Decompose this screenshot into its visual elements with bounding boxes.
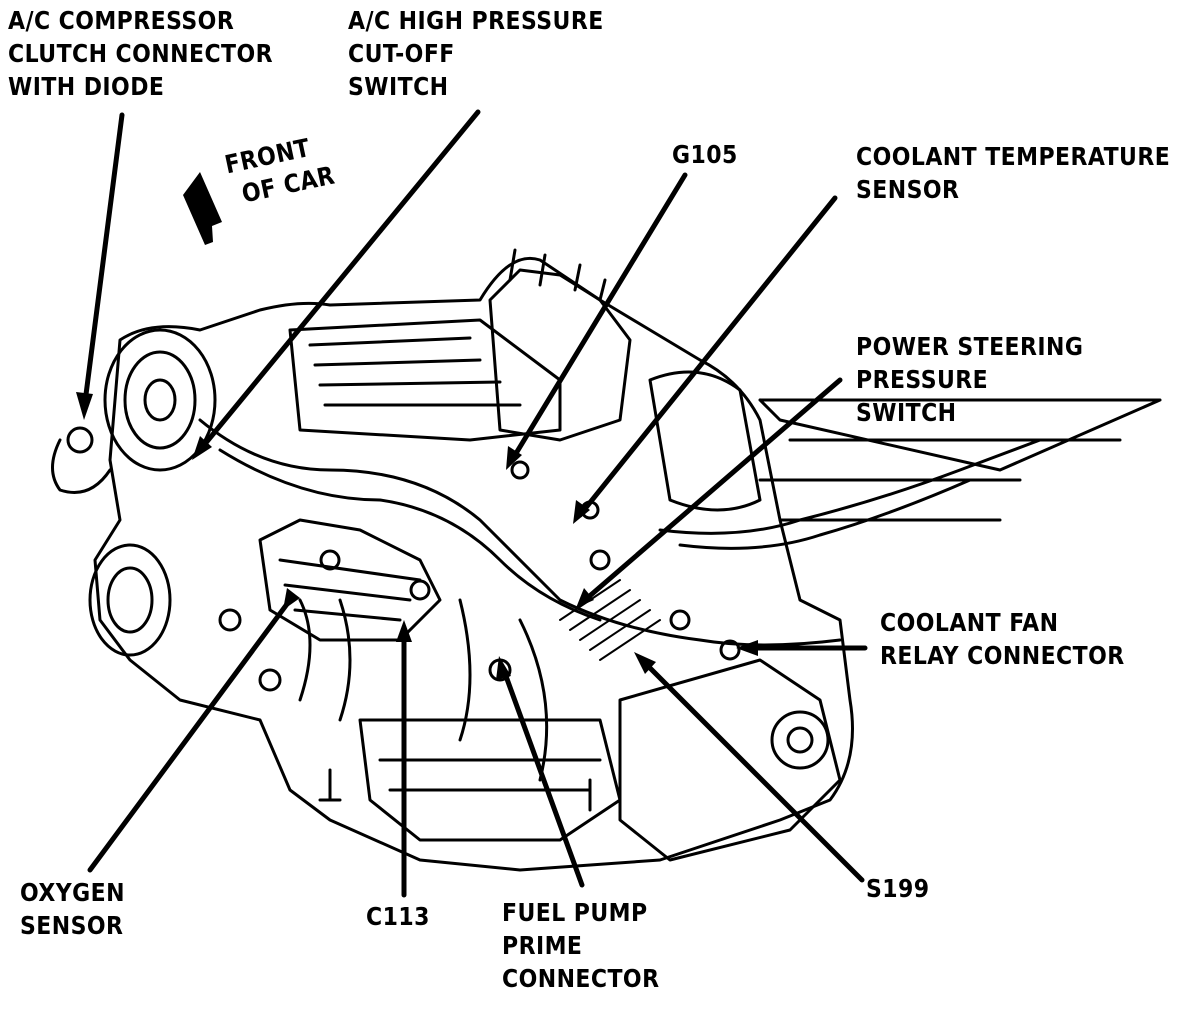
label-oxygen-sensor: OXYGEN SENSOR: [20, 878, 125, 940]
label-ac-compressor: A/C COMPRESSOR CLUTCH CONNECTOR WITH DIO…: [8, 6, 274, 101]
leader-fuel-pump: [500, 665, 585, 888]
leader-s199: [639, 657, 865, 883]
exhaust-manifold: [258, 518, 442, 642]
label-s199: S199: [866, 874, 930, 903]
transaxle: [618, 658, 842, 862]
leader-oxygen-sensor: [87, 597, 293, 873]
valve-cover: [288, 318, 562, 442]
throttle-body: [488, 268, 632, 442]
leader-ac-high-pressure: [197, 109, 481, 453]
leader-coolant-temp: [577, 195, 838, 518]
oil-pan: [358, 718, 622, 842]
leader-g105: [509, 172, 688, 463]
engine-block-outline: [93, 256, 854, 872]
label-coolant-temp: COOLANT TEMPERATURE SENSOR: [856, 142, 1171, 204]
label-power-steering: POWER STEERING PRESSURE SWITCH: [856, 332, 1084, 427]
leader-ac-compressor: [81, 112, 125, 413]
label-c113: C113: [366, 902, 430, 931]
label-fuel-pump: FUEL PUMP PRIME CONNECTOR: [502, 898, 660, 993]
compressor-pulley: [103, 328, 217, 472]
label-coolant-fan: COOLANT FAN RELAY CONNECTOR: [880, 608, 1125, 670]
leader-power-steering: [582, 377, 843, 603]
label-ac-high-pressure: A/C HIGH PRESSURE CUT-OFF SWITCH: [348, 6, 604, 101]
front-of-car-arrow: [183, 172, 222, 245]
wiring-harness: [198, 418, 842, 647]
lower-pulley: [88, 543, 172, 657]
label-g105: G105: [672, 140, 738, 169]
